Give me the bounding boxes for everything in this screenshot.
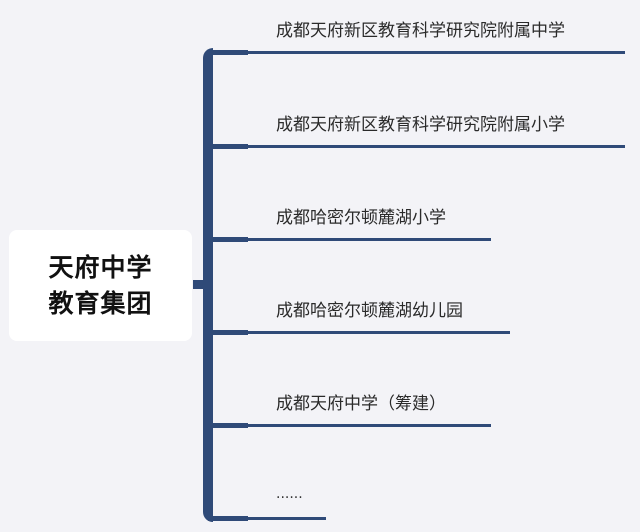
child-node-3[interactable]: 成都哈密尔顿麓湖小学 — [276, 208, 446, 228]
branch-line-2 — [208, 144, 625, 149]
branch-line-6 — [208, 516, 326, 521]
trunk-connector — [203, 48, 213, 522]
child-node-5[interactable]: 成都天府中学（筹建） — [276, 394, 446, 414]
child-node-more[interactable]: ...... — [276, 486, 303, 502]
branch-line-3 — [208, 237, 491, 242]
child-node-2[interactable]: 成都天府新区教育科学研究院附属小学 — [276, 115, 565, 135]
root-title-line2: 教育集团 — [48, 288, 153, 318]
branch-line-1 — [208, 50, 625, 55]
root-title-line1: 天府中学 — [48, 252, 153, 282]
child-node-1[interactable]: 成都天府新区教育科学研究院附属中学 — [276, 21, 565, 41]
root-connector — [193, 280, 205, 289]
branch-line-4 — [208, 330, 510, 335]
branch-line-5 — [208, 423, 491, 428]
root-node[interactable]: 天府中学 教育集团 — [9, 230, 192, 341]
child-node-4[interactable]: 成都哈密尔顿麓湖幼儿园 — [276, 301, 463, 321]
